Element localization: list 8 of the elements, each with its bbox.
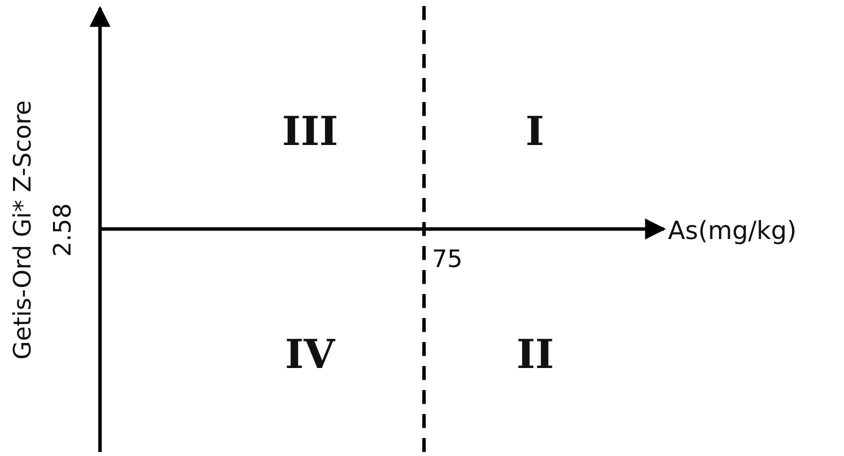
axis-title: Getis-Ord Gi* Z-Score	[10, 100, 34, 360]
tick-label: 2.58	[50, 203, 74, 257]
quadrant-label: I	[526, 112, 544, 152]
quadrant-label: II	[516, 335, 554, 375]
quadrant-label: IV	[285, 335, 335, 375]
axis-title: As(mg/kg)	[668, 218, 797, 243]
quadrant-label: III	[282, 112, 338, 152]
tick-label: 75	[432, 247, 463, 271]
